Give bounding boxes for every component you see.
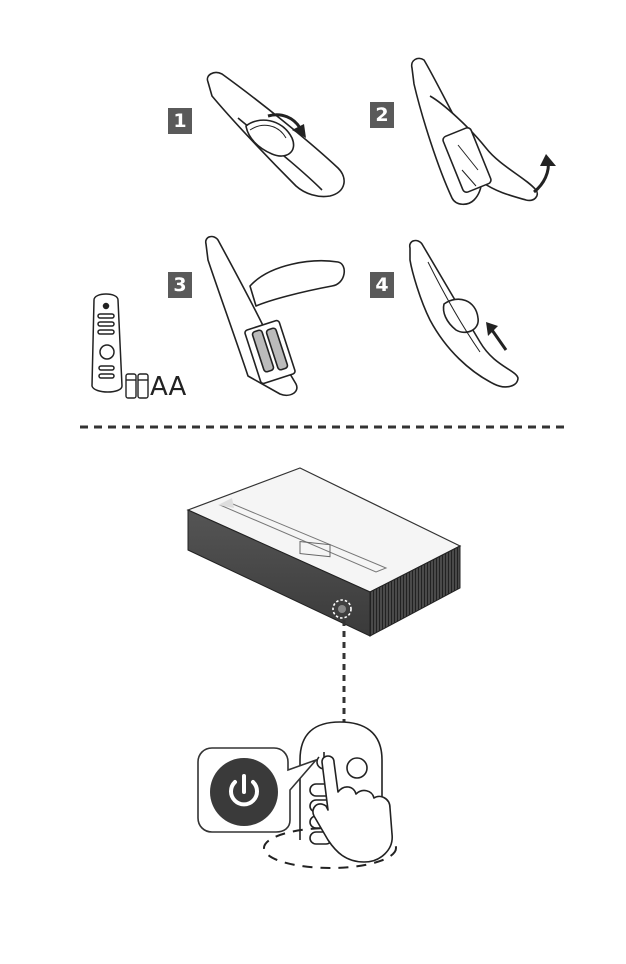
step-3-badge: 3	[168, 272, 192, 298]
up-arrow-icon	[492, 330, 506, 350]
remote-front-view	[92, 294, 122, 392]
battery-icons	[126, 374, 148, 398]
power-button-callout	[198, 748, 316, 832]
step-2-badge: 2	[370, 102, 394, 128]
step2-remote-illustration	[412, 58, 538, 204]
step3-remote-illustration	[206, 237, 345, 396]
battery-type-label: AA	[150, 372, 186, 402]
projector-illustration	[188, 468, 460, 636]
step-4-badge: 4	[370, 272, 394, 298]
step1-remote-illustration	[207, 73, 344, 197]
step4-remote-illustration	[410, 241, 518, 387]
step-1-badge: 1	[168, 108, 192, 134]
up-arrow-head	[540, 154, 556, 166]
